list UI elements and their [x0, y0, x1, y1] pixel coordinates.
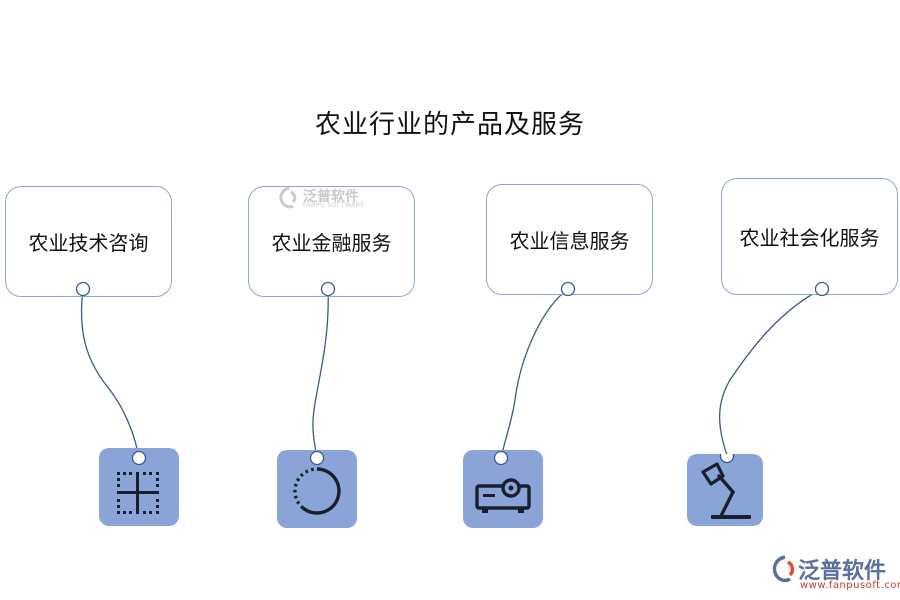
- service-box-socialized: 农业社会化服务: [721, 178, 898, 295]
- connector-2: [312, 288, 329, 459]
- anchor-circle: [814, 281, 830, 297]
- service-label: 农业金融服务: [271, 231, 392, 255]
- desk-lamp-icon: [701, 454, 751, 519]
- anchor-circle: [560, 281, 576, 297]
- fanpu-logo-icon: [772, 555, 795, 583]
- watermark-top: 泛普软件 FANPU SOFTWARE: [277, 186, 377, 212]
- connector-3: [500, 288, 569, 459]
- grid-layout-icon: [117, 450, 159, 514]
- service-label: 农业信息服务: [509, 229, 630, 253]
- service-label: 农业技术咨询: [28, 231, 149, 255]
- tile-socialized: [687, 454, 763, 526]
- anchor-circle: [75, 281, 91, 297]
- tile-tech-consulting: [99, 448, 179, 526]
- service-label: 农业社会化服务: [739, 226, 880, 250]
- anchor-circle: [320, 281, 336, 297]
- dotted-circle-icon: [293, 450, 341, 515]
- service-box-tech-consulting: 农业技术咨询: [5, 186, 172, 297]
- projector-icon: [475, 450, 531, 513]
- diagram-title: 农业行业的产品及服务: [314, 110, 585, 140]
- watermark-name: 泛普软件: [798, 559, 887, 584]
- watermark-sub: FANPU SOFTWARE: [303, 202, 365, 209]
- connector-1: [80, 288, 140, 459]
- tile-finance: [277, 450, 357, 528]
- service-box-finance: 农业金融服务: [248, 186, 415, 297]
- service-box-information: 农业信息服务: [486, 184, 653, 295]
- watermark-url: www.fanpusoft.com: [800, 580, 900, 591]
- watermark-name: 泛普软件: [303, 189, 359, 205]
- tile-information: [463, 450, 543, 528]
- watermark-bottom: 泛普软件 www.fanpusoft.com: [770, 553, 900, 595]
- connector-4: [718, 288, 823, 459]
- fanpu-logo-icon: [279, 186, 297, 209]
